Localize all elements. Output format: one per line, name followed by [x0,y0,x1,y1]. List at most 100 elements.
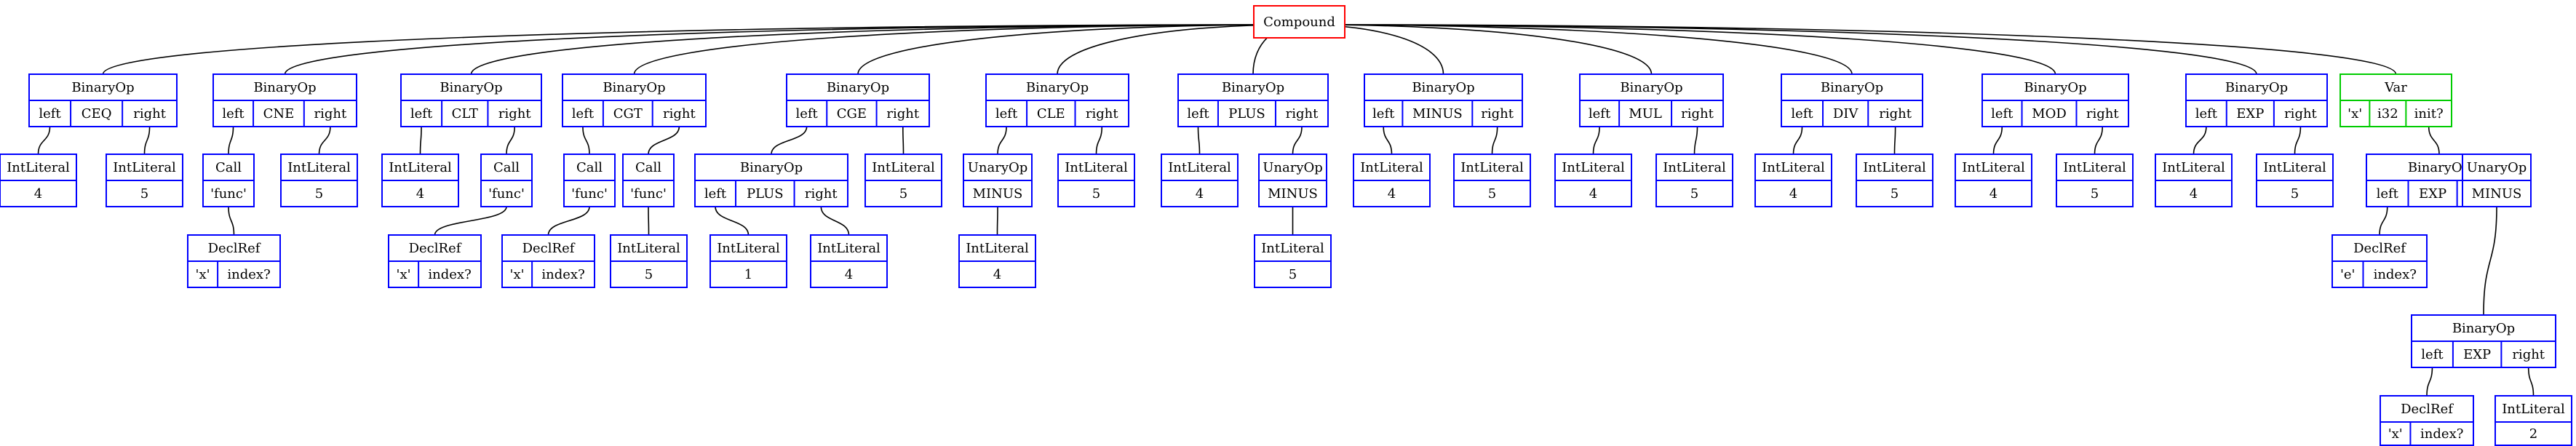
node-field: 5 [899,186,907,202]
node-field: 1 [744,267,752,282]
ast-node-call: Call'func' [480,154,533,207]
node-field: CNE [263,106,295,122]
node-field: right [2086,106,2119,122]
node-field: left [704,186,727,202]
node-field: i32 [2377,106,2398,122]
node-title: BinaryOp [2225,80,2288,95]
node-field: right [2512,347,2545,362]
node-field: left [995,106,1018,122]
node-field: right [2284,106,2317,122]
tree-edge [1312,24,1653,75]
tree-edge [2483,206,2497,316]
node-field: 5 [1289,267,1297,282]
ast-node-declref: DeclRef'x'index? [501,234,595,288]
node-field: 4 [1196,186,1204,202]
node-title: IntLiteral [113,160,176,175]
tree-edge [2527,367,2535,397]
tree-edge [820,206,850,236]
node-title: BinaryOp [2024,80,2086,95]
ast-node-intliteral: IntLiteral 5 [280,154,358,207]
tree-edge [902,126,905,155]
node-field: MINUS [1268,186,1318,202]
node-title: IntLiteral [2063,160,2126,175]
node-field: 4 [1388,186,1396,202]
node-field: CGT [613,106,643,122]
tree-edge [715,206,750,236]
node-title: BinaryOp [440,80,502,95]
node-field: 4 [1789,186,1797,202]
node-border [2494,395,2572,446]
ast-node-declref: DeclRef'x'index? [2380,395,2474,446]
node-title: IntLiteral [717,241,780,256]
tree-edge [997,126,1007,155]
node-title: Call [215,160,242,175]
ast-node-call: Call'func' [563,154,616,207]
tree-edge [648,206,650,236]
node-field: left [1791,106,1813,122]
node-title: IntLiteral [1168,160,1231,175]
node-field: right [1681,106,1714,122]
node-title: IntLiteral [1460,160,1524,175]
node-field: left [222,106,245,122]
node-title: Call [493,160,520,175]
node-field: left [1372,106,1395,122]
tree-edge [2379,206,2388,236]
ast-node-intliteral: IntLiteral 1 [709,234,787,288]
tree-edge [228,126,234,155]
node-title: DeclRef [522,241,576,256]
node-field: left [39,106,61,122]
node-field: left [572,106,595,122]
node-title: IntLiteral [287,160,351,175]
tree-edge [1325,24,2056,75]
node-title: BinaryOp [253,80,316,95]
node-field: 5 [315,186,323,202]
node-field: MUL [1629,106,1662,122]
tree-edge [1893,126,1896,155]
tree-edge [1197,126,1201,155]
node-field: 4 [2190,186,2198,202]
node-field: DIV [1833,106,1859,122]
node-title: Var [2384,80,2407,95]
node-title: BinaryOp [740,160,803,175]
node-field: right [805,186,838,202]
node-title: BinaryOp [1222,80,1284,95]
node-field: MINUS [2472,186,2522,202]
node-field: init? [2414,106,2444,122]
node-title: BinaryOp [2408,160,2470,175]
node-title: IntLiteral [617,241,680,256]
node-title: DeclRef [2401,402,2454,417]
node-field: left [795,106,818,122]
node-field: 'x' [196,267,210,282]
node-title: BinaryOp [1620,80,1682,95]
node-title: BinaryOp [1026,80,1089,95]
node-border [2380,395,2474,446]
node-title: IntLiteral [1360,160,1423,175]
node-field: 5 [2291,186,2299,202]
node-title: IntLiteral [2502,402,2565,417]
node-field: index? [227,267,270,282]
tree-edge [434,206,507,236]
tree-edge [1319,24,1853,75]
node-field: 5 [1488,186,1496,202]
tree-edge [2094,126,2104,155]
tree-edge [506,126,516,155]
node-title: IntLiteral [966,241,1029,256]
node-field: CGE [837,106,867,122]
